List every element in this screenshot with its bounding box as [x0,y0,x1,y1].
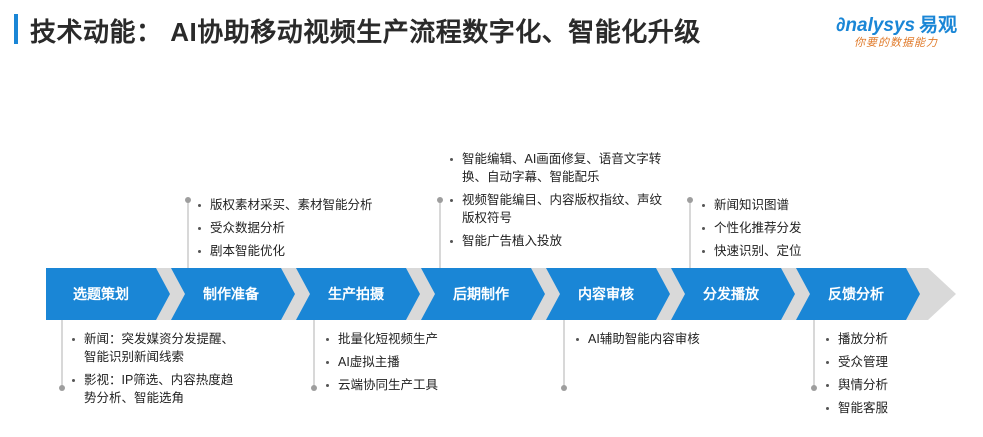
process-step-box [171,268,295,320]
process-step-box [796,268,920,320]
process-step-label: 选题策划 [73,286,129,302]
process-step-box [546,268,670,320]
bullets-feedback-analysis: 播放分析 受众管理 舆情分析 智能客服 [824,330,888,422]
process-step-box [296,268,420,320]
connector-dot [185,197,191,203]
bullet-item-continued: 版权符号 [462,211,513,225]
bullet-item: 剧本智能优化 [196,242,373,260]
connector-dot [687,197,693,203]
bullet-item: 播放分析 [824,330,888,348]
bullet-item: 个性化推荐分发 [700,219,802,237]
bullet-item: 新闻：突发媒资分发提醒、 [70,330,234,348]
process-step-label: 生产拍摄 [328,286,384,302]
bullets-content-review: AI辅助智能内容审核 [574,330,700,353]
bullet-item: 批量化短视频生产 [324,330,438,348]
bullet-item-continued: 智能识别新闻线索 [84,350,185,364]
bullets-distribution: 新闻知识图谱 个性化推荐分发 快速识别、定位 [700,196,802,265]
bullet-item: 智能编辑、AI画面修复、语音文字转 [448,150,662,168]
logo-swirl-icon: ∂ [836,15,846,36]
bullet-item: AI辅助智能内容审核 [574,330,700,348]
connector-dot [561,385,567,391]
bullet-item: 受众数据分析 [196,219,373,237]
logo-brand-en: nalysys [845,15,916,36]
process-step-box [671,268,795,320]
process-step-label: 反馈分析 [828,286,884,302]
process-step-label: 分发播放 [703,286,759,302]
bullet-item: 视频智能编目、内容版权指纹、声纹 [448,191,662,209]
process-step-box [46,268,170,320]
bullet-item: 智能广告植入投放 [448,232,662,250]
bullet-item: 云端协同生产工具 [324,376,438,394]
connector-dot [811,385,817,391]
process-step-label: 制作准备 [203,286,259,302]
bullet-item: 智能客服 [824,399,888,417]
bullets-topic-planning: 新闻：突发媒资分发提醒、 智能识别新闻线索 影视：IP筛选、内容热度趋 势分析、… [70,330,234,407]
bullet-item-continued: 换、自动字幕、智能配乐 [462,170,600,184]
bullet-item: 受众管理 [824,353,888,371]
bullet-item: 新闻知识图谱 [700,196,802,214]
bullet-item: 影视：IP筛选、内容热度趋 [70,371,234,389]
bullet-item: 版权素材采买、素材智能分析 [196,196,373,214]
bullets-production-shooting: 批量化短视频生产 AI虚拟主播 云端协同生产工具 [324,330,438,399]
page-title: 技术动能： AI协助移动视频生产流程数字化、智能化升级 [30,17,701,47]
bullet-item: 舆情分析 [824,376,888,394]
process-step-label: 后期制作 [453,286,509,302]
title-accent-bar [14,14,18,44]
process-step-box [421,268,545,320]
connector-dot [311,385,317,391]
bullets-production-prep: 版权素材采买、素材智能分析 受众数据分析 剧本智能优化 [196,196,373,265]
bullet-item-continued: 势分析、智能选角 [84,391,185,405]
bullet-item: 快速识别、定位 [700,242,802,260]
bullet-item: AI虚拟主播 [324,353,438,371]
process-step-label: 内容审核 [578,286,634,302]
bullets-post-production: 智能编辑、AI画面修复、语音文字转 换、自动字幕、智能配乐 视频智能编目、内容版… [448,150,662,255]
logo-brand-cn: 易观 [919,15,958,36]
connector-dot [59,385,65,391]
logo-tagline: 你要的数据能力 [854,37,938,49]
connector-dot [437,197,443,203]
